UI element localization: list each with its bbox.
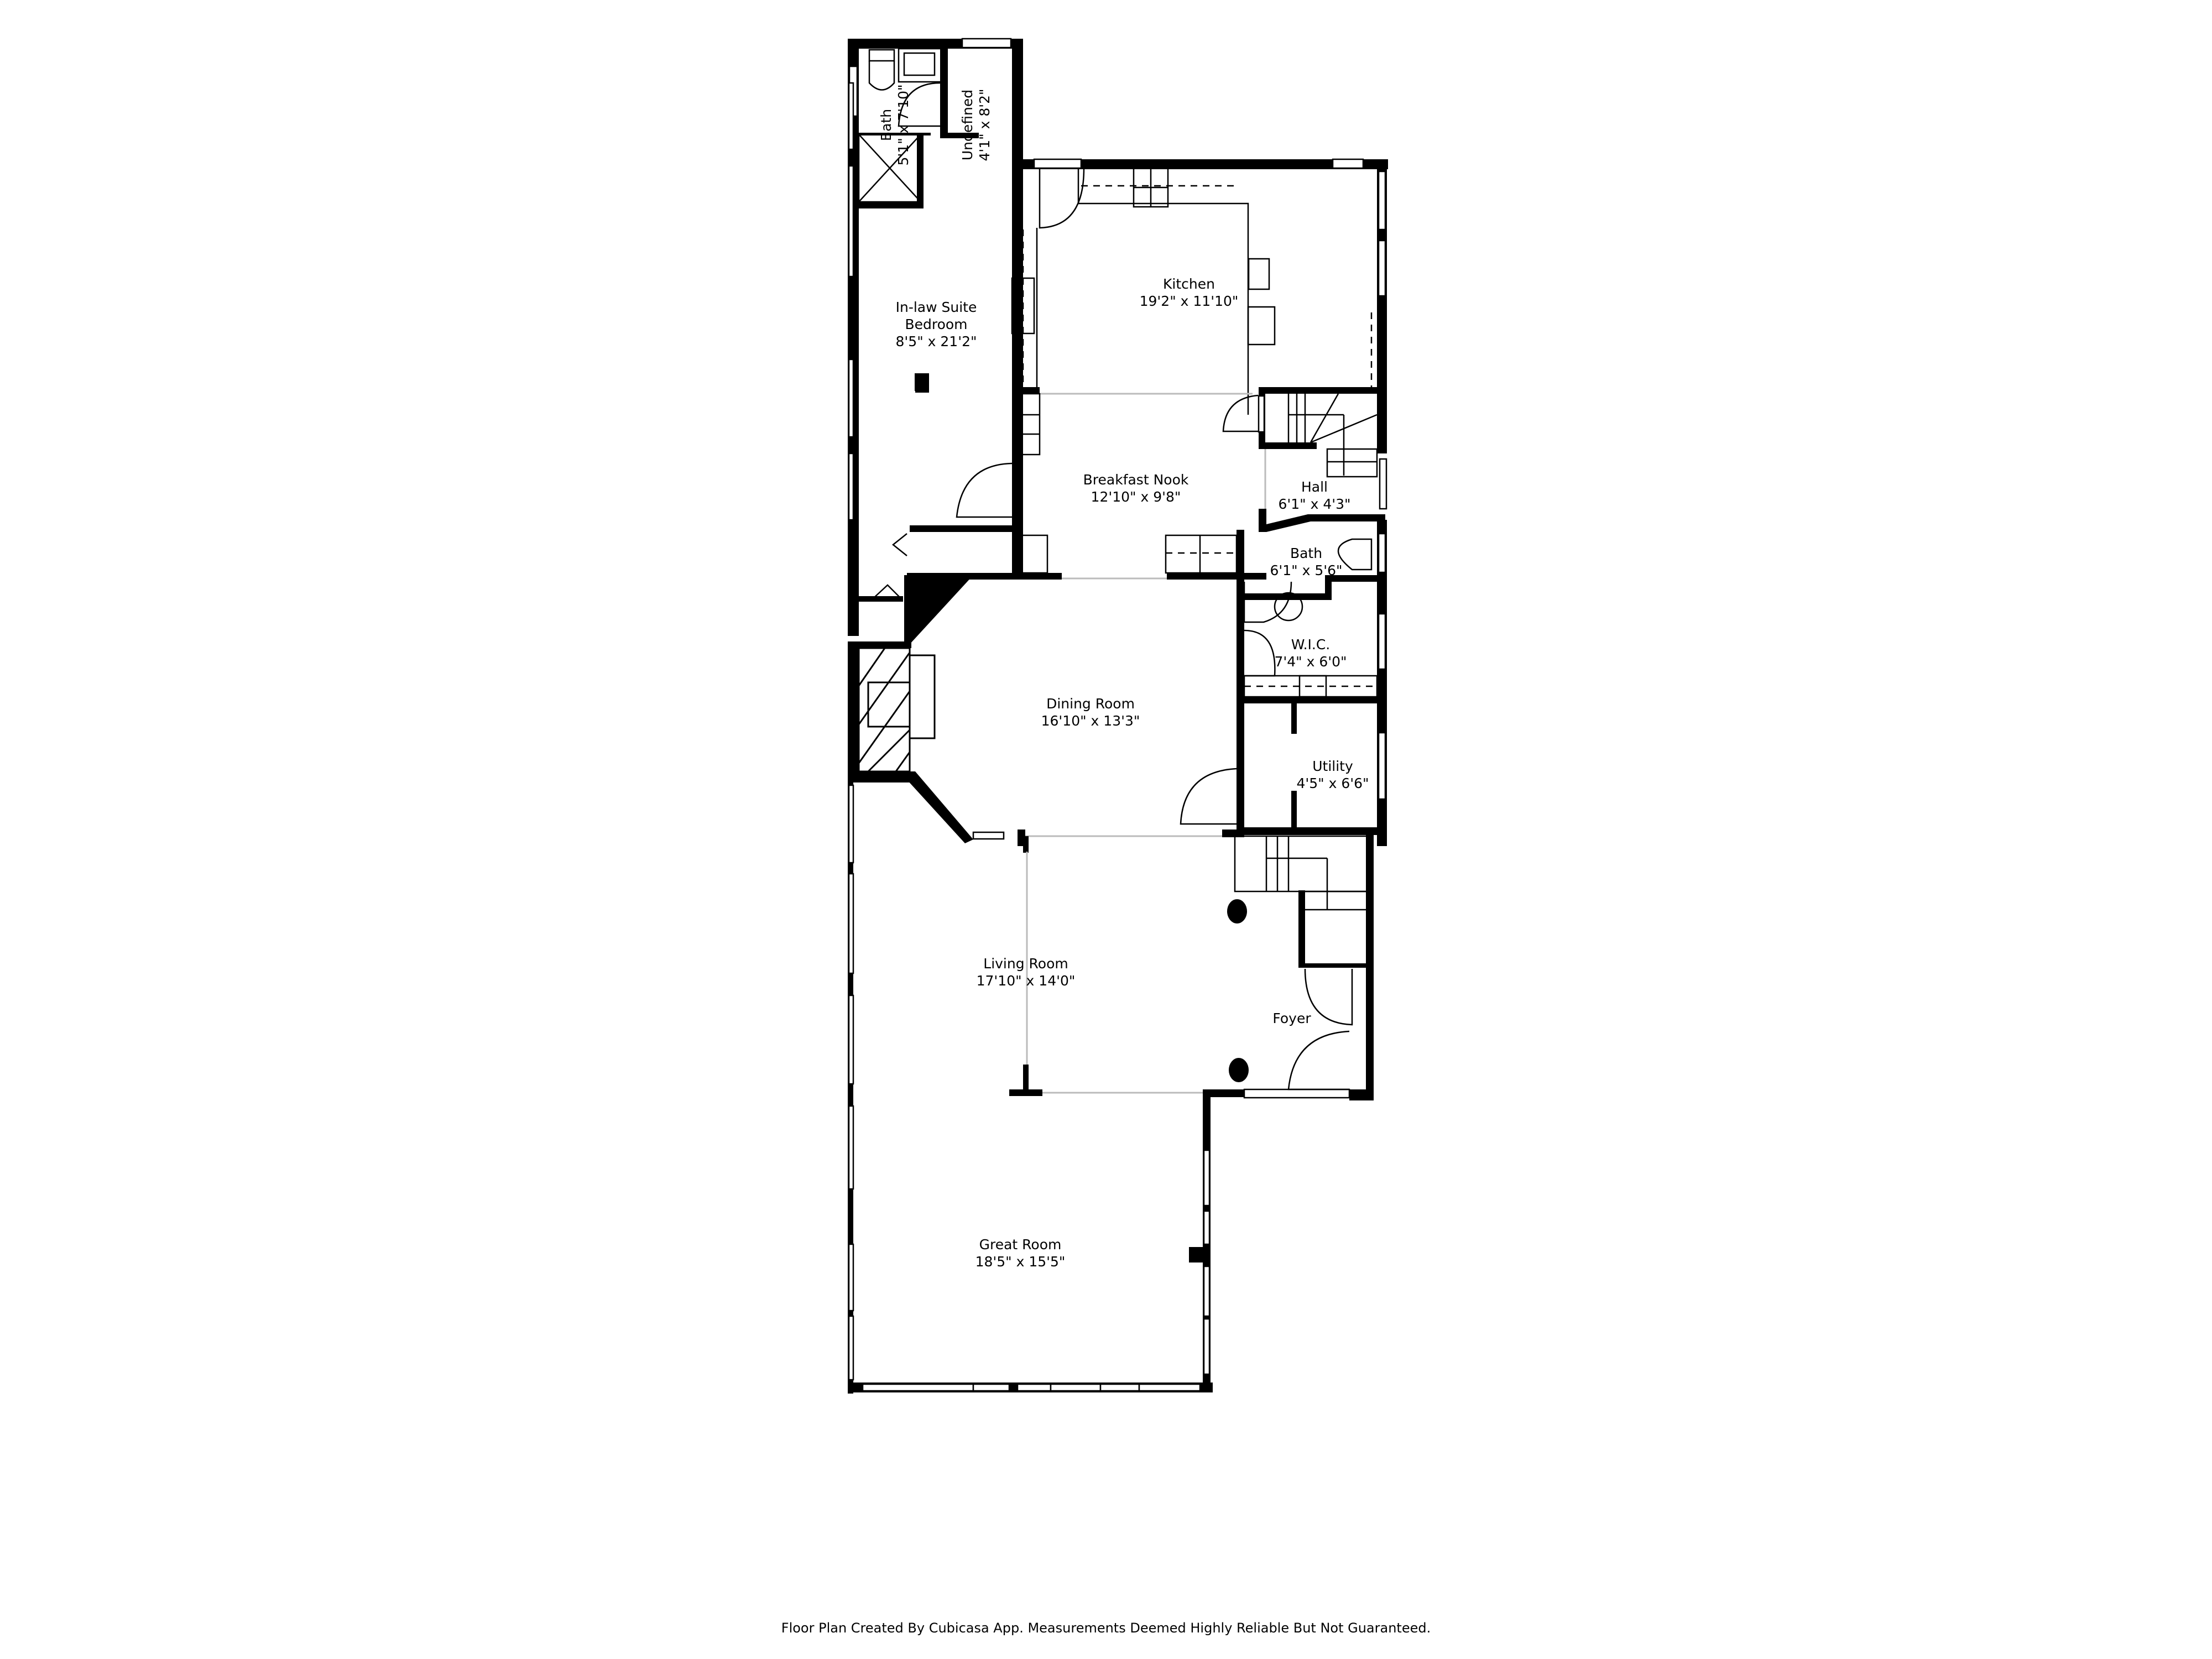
room-name: Breakfast Nook xyxy=(1083,472,1189,488)
nook-inlaw-walls xyxy=(848,376,1266,644)
hall-walls xyxy=(1222,387,1387,532)
room-name: W.I.C. xyxy=(1291,637,1331,653)
room-name: Bath xyxy=(1290,545,1323,561)
room-dimensions: 8'5" x 21'2" xyxy=(895,333,977,349)
great-room-walls xyxy=(848,82,1213,1392)
room-name: Utility xyxy=(1312,758,1353,774)
room-label-great-room: Great Room 18'5" x 15'5" xyxy=(975,1236,1066,1270)
room-dimensions: 18'5" x 15'5" xyxy=(975,1254,1066,1270)
room-label-bath: Bath 6'1" x 5'6" xyxy=(1270,545,1342,579)
room-name: Bath xyxy=(878,108,894,142)
room-label-utility: Utility 4'5" x 6'6" xyxy=(1296,758,1369,792)
room-name: Hall xyxy=(1301,479,1328,495)
room-dimensions: 12'10" x 9'8" xyxy=(1091,489,1181,505)
room-label-breakfast-nook: Breakfast Nook 12'10" x 9'8" xyxy=(1083,471,1189,505)
room-label-dining-room: Dining Room 16'10" x 13'3" xyxy=(1041,695,1140,729)
room-dimensions: 5'1" x 7'10" xyxy=(895,84,911,166)
room-name: Undefined xyxy=(959,89,975,161)
room-name: In-law Suite xyxy=(895,299,977,315)
room-name: Great Room xyxy=(979,1237,1062,1253)
room-dimensions: 6'1" x 4'3" xyxy=(1278,496,1351,512)
room-label-wic: W.I.C. 7'4" x 6'0" xyxy=(1274,636,1347,670)
room-dimensions: 19'2" x 11'10" xyxy=(1139,293,1239,309)
room-name-2: Bedroom xyxy=(905,316,968,332)
room-dimensions: 4'1" x 8'2" xyxy=(977,88,993,161)
room-label-hall: Hall 6'1" x 4'3" xyxy=(1278,478,1350,513)
kitchen-walls xyxy=(1011,158,1388,580)
bath-wic-utility-walls xyxy=(1237,520,1387,846)
room-label-foyer: Foyer xyxy=(1272,1010,1311,1027)
living-foyer-walls xyxy=(848,780,1374,1394)
room-name: Kitchen xyxy=(1163,276,1215,292)
room-dimensions: 16'10" x 13'3" xyxy=(1041,713,1140,729)
room-label-living-room: Living Room 17'10" x 14'0" xyxy=(977,955,1076,989)
room-label-in-law-suite: In-law Suite Bedroom 8'5" x 21'2" xyxy=(896,299,977,350)
room-name: Living Room xyxy=(983,956,1068,972)
disclaimer-footer: Floor Plan Created By Cubicasa App. Meas… xyxy=(781,1620,1431,1636)
room-label-undefined: Undefined 4'1" x 8'2" xyxy=(959,88,993,161)
room-dimensions: 17'10" x 14'0" xyxy=(976,973,1076,989)
room-label-bath-upper: Bath 5'1" x 7'10" xyxy=(878,85,912,166)
room-dimensions: 4'5" x 6'6" xyxy=(1296,775,1369,791)
room-dimensions: 7'4" x 6'0" xyxy=(1274,654,1347,670)
room-label-kitchen: Kitchen 19'2" x 11'10" xyxy=(1140,275,1239,310)
room-dimensions: 6'1" x 5'6" xyxy=(1270,562,1343,578)
dining-walls xyxy=(848,641,1244,846)
room-name: Dining Room xyxy=(1046,696,1135,712)
room-name: Foyer xyxy=(1272,1010,1311,1026)
